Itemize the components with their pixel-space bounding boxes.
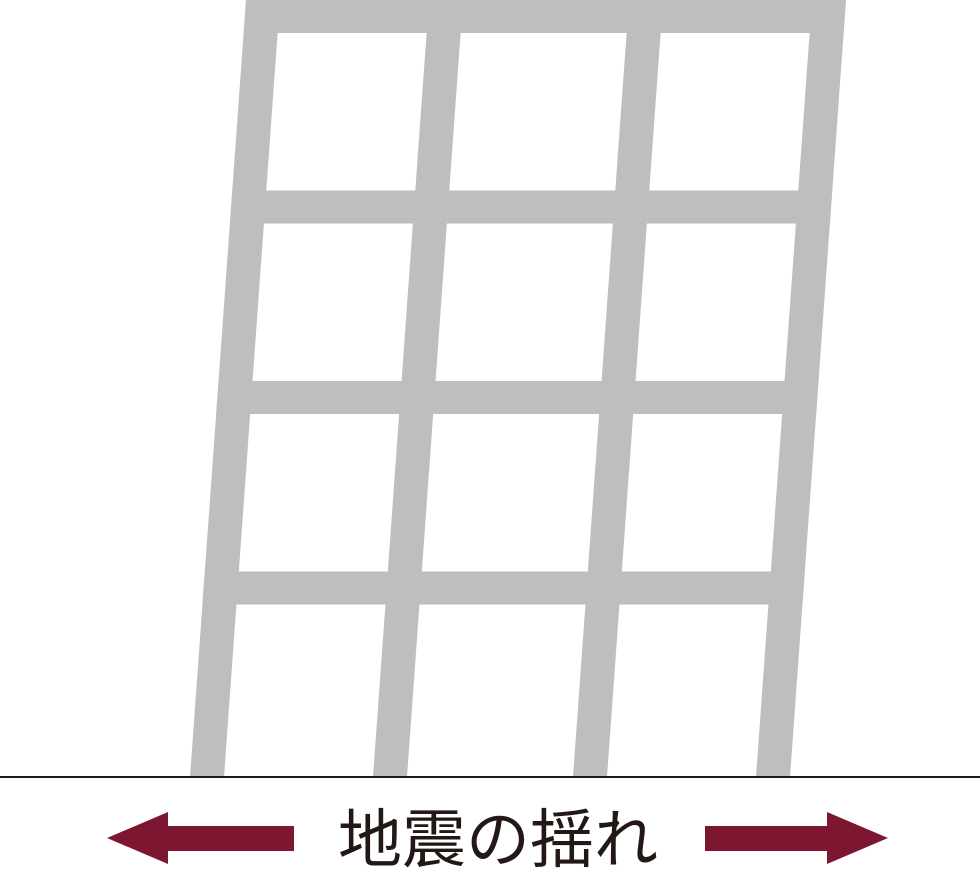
frame-beam [229, 190, 833, 224]
left-arrow-icon [107, 812, 294, 864]
shaking-caption: 地震の揺れ [338, 804, 658, 878]
building-frame [190, 0, 846, 777]
frame-beam [216, 381, 819, 414]
frame-beam [202, 571, 805, 605]
frame-beam [243, 0, 846, 33]
right-arrow-icon [705, 812, 888, 864]
